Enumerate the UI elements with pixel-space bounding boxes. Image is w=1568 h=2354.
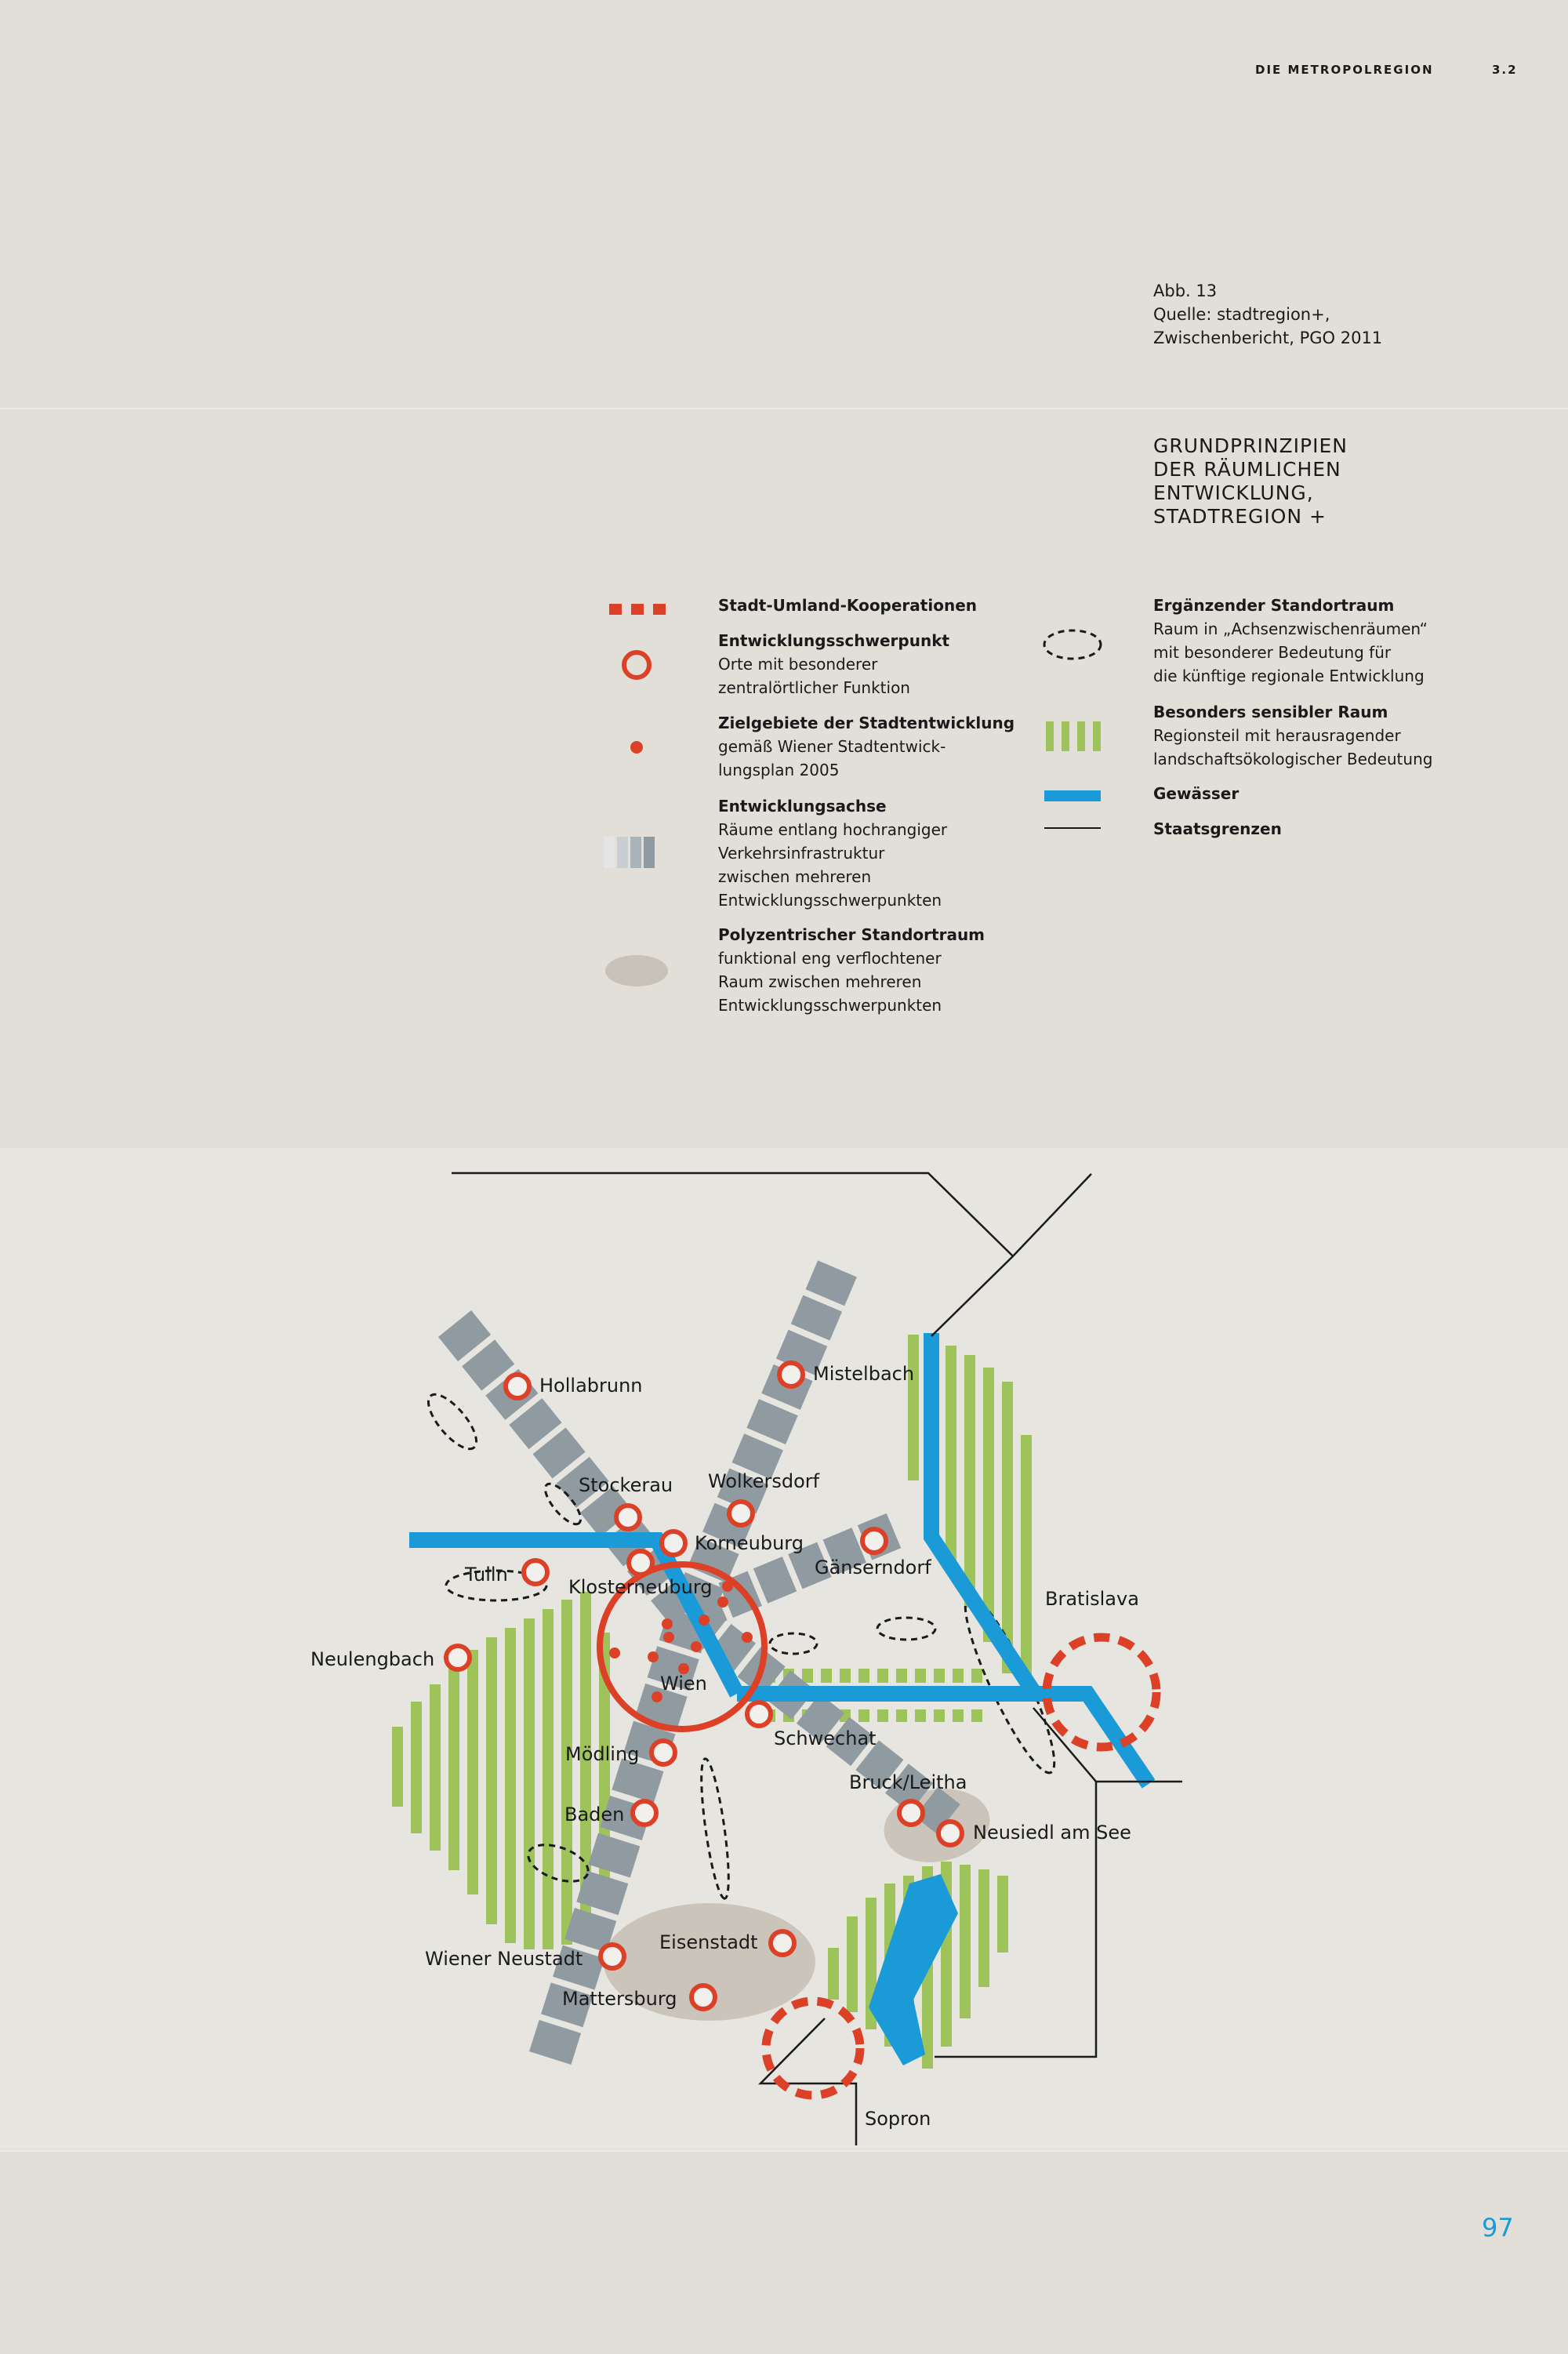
city-label-bruck: Bruck/Leitha — [849, 1771, 967, 1793]
legend-title: Zielgebiete der Stadtentwicklung — [718, 714, 1015, 732]
water-bodies — [409, 1333, 1156, 1789]
legend-title: Gewässer — [1153, 784, 1240, 803]
lake-neusiedl — [869, 1874, 958, 2065]
top-band — [0, 0, 1568, 408]
legend-title: Besonders sensibler Raum — [1153, 703, 1388, 721]
figure-source-line: Quelle: stadtregion+, — [1153, 305, 1330, 324]
legend-water: Gewässer — [1153, 782, 1239, 805]
target-areas-vienna — [609, 1581, 753, 1702]
city-label-neusiedl: Neusiedl am See — [973, 1822, 1131, 1844]
city-label-stockerau: Stockerau — [579, 1474, 673, 1496]
page-number: 97 — [1482, 2213, 1514, 2243]
city-label-klosterneuburg: Klosterneuburg — [568, 1576, 713, 1598]
development-axis-symbol — [604, 837, 655, 868]
legend-borders: Staatsgrenzen — [1153, 817, 1282, 841]
city-labels: Hollabrunn Mistelbach Stockerau Wolkersd… — [310, 1363, 1139, 2130]
figure-title-line: ENTWICKLUNG, — [1153, 481, 1314, 504]
section-number: 3.2 — [1492, 63, 1518, 77]
danube-east — [737, 1686, 1156, 1789]
figure-title-line: DER RÄUMLICHEN — [1153, 458, 1341, 481]
city-label-mistelbach: Mistelbach — [813, 1363, 914, 1385]
polycentric-area — [604, 1903, 815, 2021]
city-label-moedling: Mödling — [565, 1743, 639, 1765]
legend-development-center: Entwicklungsschwerpunkt Orte mit besonde… — [718, 629, 949, 699]
vienna-circle — [597, 1561, 768, 1732]
city-label-korneuburg: Korneuburg — [695, 1532, 804, 1554]
axis-north — [670, 1260, 857, 1624]
figure-title: GRUNDPRINZIPIEN DER RÄUMLICHEN ENTWICKLU… — [1153, 434, 1348, 529]
spatial-development-map: Hollabrunn Mistelbach Stockerau Wolkersd… — [310, 1172, 1182, 2145]
legend-development-axis: Entwicklungsachse Räume entlang hochrang… — [718, 794, 947, 912]
city-label-neulengbach: Neulengbach — [310, 1648, 434, 1670]
section-title: DIE METROPOLREGION — [1255, 63, 1434, 77]
cooperation-symbol — [609, 604, 666, 615]
legend-band — [0, 408, 1568, 1150]
legend-target-areas: Zielgebiete der Stadtentwicklung gemäß W… — [718, 711, 1014, 782]
city-label-wiener-neustadt: Wiener Neustadt — [425, 1948, 583, 1970]
polycentric-area-symbol — [605, 955, 668, 986]
figure-title-line: STADTREGION + — [1153, 505, 1327, 528]
state-borders — [452, 1172, 1182, 2145]
city-label-mattersburg: Mattersburg — [562, 1988, 677, 2010]
sensitive-area-northeast — [908, 1335, 1032, 1680]
supplementary-area-symbol — [1043, 629, 1102, 660]
legend-symbols-right — [1043, 629, 1102, 829]
water-symbol — [1044, 790, 1101, 801]
legend-title: Polyzentrischer Standortraum — [718, 925, 985, 944]
cooperation-bratislava — [1042, 1633, 1161, 1752]
legend-title: Ergänzender Standortraum — [1153, 596, 1395, 615]
axis-southeast — [678, 1600, 960, 1834]
city-label-baden: Baden — [564, 1804, 624, 1825]
legend-title: Staatsgrenzen — [1153, 819, 1282, 838]
figure-title-line: GRUNDPRINZIPIEN — [1153, 434, 1348, 457]
legend-cooperation: Stadt-Umland-Kooperationen — [718, 594, 977, 617]
figure-source: Abb. 13 Quelle: stadtregion+, Zwischenbe… — [1153, 279, 1382, 350]
cooperation-areas — [761, 1633, 1161, 2100]
city-label-bratislava: Bratislava — [1045, 1588, 1139, 1610]
legend-title: Entwicklungsachse — [718, 797, 887, 816]
legend-symbols-left — [604, 604, 668, 986]
city-label-eisenstadt: Eisenstadt — [659, 1931, 758, 1953]
city-label-tulln: Tulln — [464, 1564, 508, 1586]
city-label-hollabrunn: Hollabrunn — [539, 1375, 643, 1397]
legend-description: Räume entlang hochrangiger Verkehrsinfra… — [718, 820, 948, 910]
legend-supplementary-area: Ergänzender Standortraum Raum in „Achsen… — [1153, 594, 1428, 688]
legend-description: funktional eng verflochtener Raum zwisch… — [718, 949, 942, 1015]
figure-source-line: Zwischenbericht, PGO 2011 — [1153, 329, 1383, 347]
legend-title: Stadt-Umland-Kooperationen — [718, 596, 977, 615]
city-label-schwechat: Schwechat — [774, 1727, 877, 1749]
sensitive-area-symbol — [1046, 721, 1101, 751]
march-river — [924, 1333, 1042, 1698]
legend-description: gemäß Wiener Stadtentwick- lungsplan 200… — [718, 737, 946, 779]
city-label-wien: Wien — [660, 1673, 707, 1695]
bottom-band — [0, 2150, 1568, 2354]
legend-title: Entwicklungsschwerpunkt — [718, 631, 950, 650]
figure-source-line: Abb. 13 — [1153, 282, 1218, 300]
legend-sensitive-area: Besonders sensibler Raum Regionsteil mit… — [1153, 700, 1432, 771]
legend-description: Raum in „Achsenzwischenräumen“ mit beson… — [1153, 619, 1428, 685]
sensitive-area-west — [392, 1592, 610, 1949]
city-label-wolkersdorf: Wolkersdorf — [708, 1470, 820, 1492]
legend-polycentric-area: Polyzentrischer Standortraum funktional … — [718, 923, 985, 1017]
legend-description: Regionsteil mit herausragender landschaf… — [1153, 726, 1433, 768]
city-label-gaenserndorf: Gänserndorf — [815, 1557, 931, 1578]
cooperation-sopron — [761, 1996, 865, 2100]
legend-description: Orte mit besonderer zentralörtlicher Fun… — [718, 655, 910, 697]
target-area-symbol — [630, 741, 643, 754]
danube-west — [409, 1532, 744, 1698]
development-centers — [444, 1360, 964, 2011]
city-label-sopron: Sopron — [865, 2108, 931, 2130]
development-center-symbol — [622, 650, 652, 680]
